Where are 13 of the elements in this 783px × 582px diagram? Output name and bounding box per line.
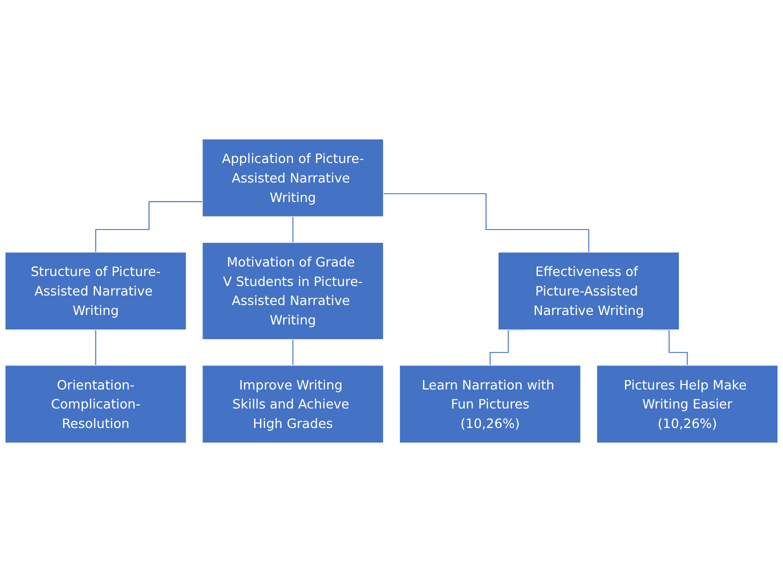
connector <box>95 329 96 366</box>
node-box: Orientation-Complication-Resolution <box>4 365 187 444</box>
node-box: Application of Picture-Assisted Narrative Writing <box>202 138 384 217</box>
connector <box>95 201 203 253</box>
node-box: Motivation of Grade V Students in Picture-Assisted Narrative Writing <box>202 242 384 340</box>
node-box: Effectiveness of Picture-Assisted Narrative Writing <box>498 252 680 330</box>
connector <box>292 216 294 243</box>
connector <box>292 339 294 366</box>
node-box: Learn Narration with Fun Pictures (10,26%) <box>399 365 581 444</box>
connector <box>382 193 590 253</box>
node-box: Pictures Help Make Writing Easier (10,26%) <box>596 365 778 444</box>
node-box: Structure of Picture-Assisted Narrative Writing <box>4 252 187 330</box>
node-box: Improve Writing Skills and Achieve High Grades <box>202 365 384 444</box>
